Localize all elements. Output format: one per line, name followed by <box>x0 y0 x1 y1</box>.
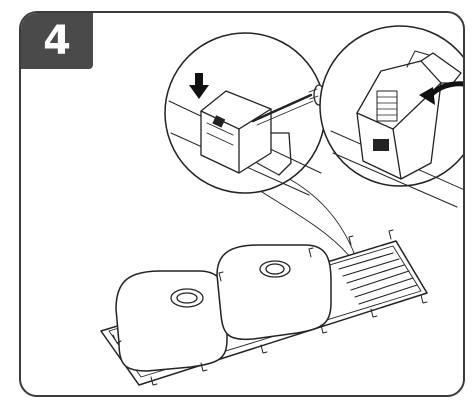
callout-leader-lines <box>250 175 357 259</box>
clip-hook-detail <box>319 25 463 208</box>
sink-installation-illustration <box>100 25 463 386</box>
step-number: 4 <box>43 18 71 64</box>
drainboard <box>338 252 418 305</box>
right-sink-bowl <box>216 244 332 341</box>
down-arrow-icon <box>189 73 209 99</box>
left-sink-bowl <box>115 270 228 372</box>
mounting-clips <box>112 229 428 386</box>
curved-arrow-icon <box>419 81 463 105</box>
step-badge: 4 <box>21 13 93 69</box>
instruction-panel: 4 <box>19 11 465 397</box>
clip-screw-detail <box>164 32 326 196</box>
sink-unit <box>100 229 428 386</box>
